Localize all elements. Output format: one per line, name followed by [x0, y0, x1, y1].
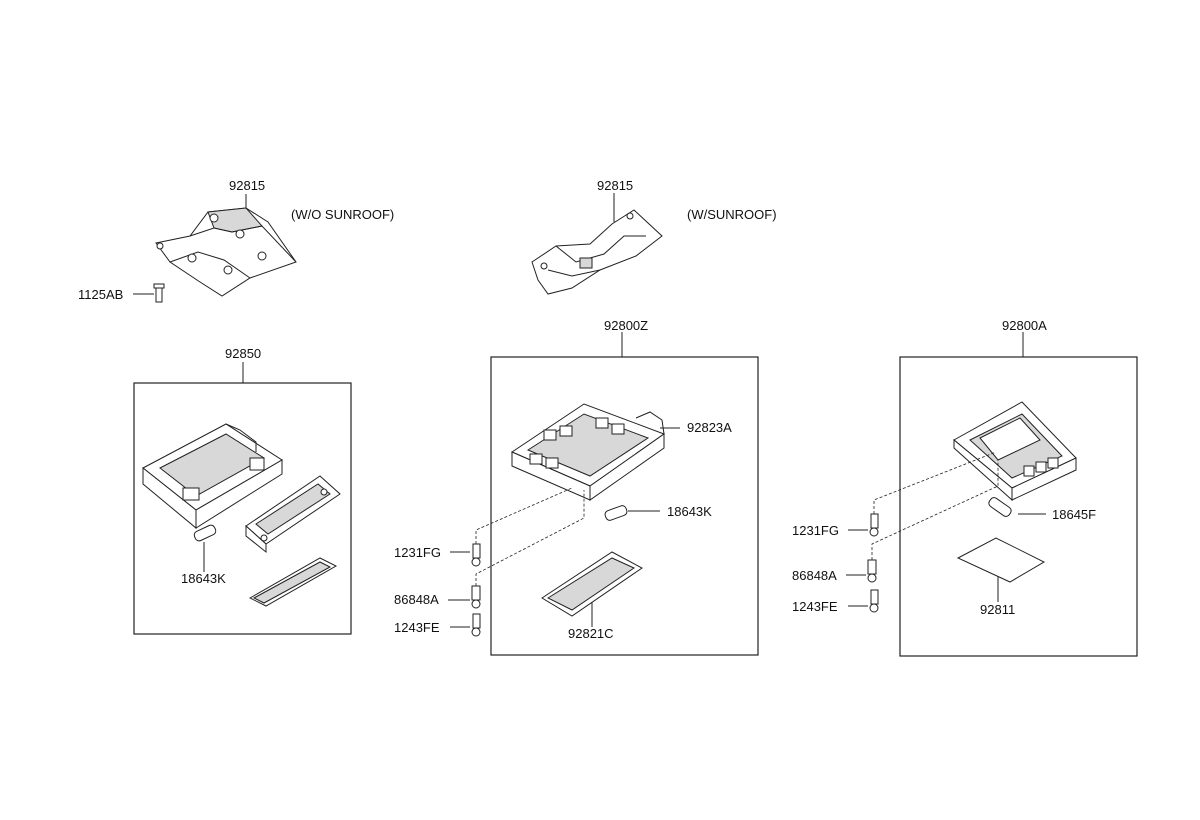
label-92823A: 92823A — [687, 420, 732, 435]
lens-92821C — [541, 551, 643, 627]
room-lamp-92800A — [953, 401, 1077, 502]
label-92815-left: 92815 — [229, 178, 265, 193]
bulb-18645F — [988, 497, 1046, 517]
label-18643K-left: 18643K — [181, 571, 226, 586]
fasteners-right — [846, 451, 999, 613]
label-1231FG-mid: 1231FG — [394, 545, 441, 560]
label-86848A-mid: 86848A — [394, 592, 439, 607]
label-18645F: 18645F — [1052, 507, 1096, 522]
bulb-18643K-mid — [604, 505, 660, 521]
label-wo-sunroof: (W/O SUNROOF) — [291, 207, 394, 222]
lamp-housing-92850 — [142, 423, 283, 530]
label-92821C: 92821C — [568, 626, 614, 641]
label-1243FE-right: 1243FE — [792, 599, 838, 614]
assembly-box-92850 — [133, 382, 352, 635]
label-w-sunroof: (W/SUNROOF) — [687, 207, 777, 222]
label-92800A: 92800A — [1002, 318, 1047, 333]
label-1125AB: 1125AB — [78, 287, 123, 302]
label-86848A-right: 86848A — [792, 568, 837, 583]
lens-frame-92850 — [245, 475, 341, 554]
label-92815-mid: 92815 — [597, 178, 633, 193]
map-lamp-92823A — [510, 403, 680, 501]
bracket-92815-w-sunroof — [531, 193, 663, 295]
bulb-18643K-left — [193, 524, 217, 572]
label-92811: 92811 — [980, 602, 1015, 617]
fasteners-mid — [448, 487, 585, 637]
label-1231FG-right: 1231FG — [792, 523, 839, 538]
bolt-1125AB — [133, 283, 165, 303]
label-92800Z: 92800Z — [604, 318, 648, 333]
label-92850: 92850 — [225, 346, 261, 361]
label-18643K-mid: 18643K — [667, 504, 712, 519]
assembly-box-92800A — [899, 356, 1138, 657]
bracket-92815-wo-sunroof — [155, 194, 297, 297]
lens-92811 — [956, 537, 1046, 602]
assembly-box-92800Z — [490, 356, 759, 656]
lens-cover-92850 — [248, 557, 338, 607]
label-1243FE-mid: 1243FE — [394, 620, 440, 635]
